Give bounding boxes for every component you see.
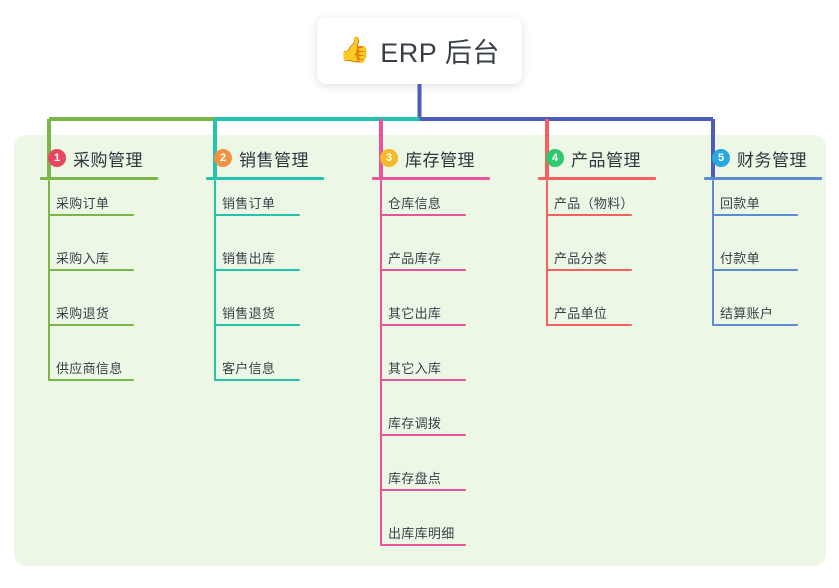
leaf-item[interactable]: 回款单 <box>712 190 798 216</box>
leaf-item[interactable]: 库存盘点 <box>380 465 466 491</box>
leaf-item[interactable]: 客户信息 <box>214 355 300 381</box>
leaf-label: 销售出库 <box>222 251 276 266</box>
leaf-item[interactable]: 其它出库 <box>380 300 466 326</box>
leaf-item[interactable]: 采购退货 <box>48 300 134 326</box>
branch-column-2: 2 销售管理销售订单销售出库销售退货客户信息 <box>196 146 324 381</box>
branch-badge-3: 3 <box>380 149 398 167</box>
leaf-underline <box>380 214 466 216</box>
leaf-label: 产品（物料） <box>554 196 634 211</box>
leaf-underline <box>712 269 798 271</box>
leaf-item[interactable]: 销售退货 <box>214 300 300 326</box>
leaf-underline <box>48 269 134 271</box>
branch-underline-1 <box>40 177 158 180</box>
leaf-item[interactable]: 出库库明细 <box>380 520 466 546</box>
leaf-label: 其它出库 <box>388 306 442 321</box>
leaf-underline <box>380 324 466 326</box>
leaf-underline <box>48 379 134 381</box>
leaf-item[interactable]: 付款单 <box>712 245 798 271</box>
leaf-item[interactable]: 其它入库 <box>380 355 466 381</box>
branch-underline-3 <box>372 177 490 180</box>
leaf-underline <box>380 489 466 491</box>
leaf-underline <box>214 324 300 326</box>
branch-spine-5 <box>712 180 714 326</box>
branch-title-2: 销售管理 <box>239 150 309 170</box>
leaf-item[interactable]: 产品分类 <box>546 245 632 271</box>
leaf-underline <box>214 269 300 271</box>
leaf-underline <box>380 379 466 381</box>
leaf-underline <box>380 434 466 436</box>
leaf-label: 结算账户 <box>720 306 774 321</box>
leaf-underline <box>712 324 798 326</box>
branch-column-5: 5 财务管理回款单付款单结算账户 <box>694 146 822 326</box>
leaf-underline <box>48 214 134 216</box>
leaf-label: 其它入库 <box>388 361 442 376</box>
leaf-item[interactable]: 采购订单 <box>48 190 134 216</box>
leaf-label: 产品库存 <box>388 251 442 266</box>
leaf-label: 库存调拨 <box>388 416 442 431</box>
leaf-label: 销售订单 <box>222 196 276 211</box>
branch-column-1: 1 采购管理采购订单采购入库采购退货供应商信息 <box>30 146 158 381</box>
root-title: ERP 后台 <box>380 38 500 68</box>
branch-spine-2 <box>214 180 216 381</box>
leaf-label: 采购退货 <box>56 306 110 321</box>
diagram-background-panel <box>14 135 826 566</box>
leaf-label: 供应商信息 <box>56 361 123 376</box>
branch-header-4[interactable]: 4 产品管理 <box>528 146 641 170</box>
leaf-label: 仓库信息 <box>388 196 442 211</box>
leaf-item[interactable]: 产品库存 <box>380 245 466 271</box>
leaf-item[interactable]: 结算账户 <box>712 300 798 326</box>
branch-title-4: 产品管理 <box>571 150 641 170</box>
leaf-item[interactable]: 仓库信息 <box>380 190 466 216</box>
branch-column-3: 3 库存管理仓库信息产品库存其它出库其它入库库存调拨库存盘点出库库明细 <box>362 146 490 546</box>
branch-underline-4 <box>538 177 656 180</box>
leaf-label: 销售退货 <box>222 306 276 321</box>
branch-header-3[interactable]: 3 库存管理 <box>362 146 475 170</box>
root-node[interactable]: 👍 ERP 后台 <box>317 17 522 84</box>
leaf-underline <box>48 324 134 326</box>
branch-header-1[interactable]: 1 采购管理 <box>30 146 143 170</box>
leaf-underline <box>380 269 466 271</box>
branch-badge-2: 2 <box>214 149 232 167</box>
leaf-underline <box>546 269 632 271</box>
leaf-label: 采购订单 <box>56 196 110 211</box>
leaf-item[interactable]: 销售订单 <box>214 190 300 216</box>
leaf-underline <box>546 214 632 216</box>
branch-badge-4: 4 <box>546 149 564 167</box>
leaf-item[interactable]: 采购入库 <box>48 245 134 271</box>
branch-spine-4 <box>546 180 548 326</box>
leaf-label: 出库库明细 <box>388 526 455 541</box>
thumbs-up-icon: 👍 <box>339 36 371 64</box>
branch-title-3: 库存管理 <box>405 150 475 170</box>
branch-underline-5 <box>704 177 822 180</box>
leaf-item[interactable]: 供应商信息 <box>48 355 134 381</box>
branch-badge-1: 1 <box>48 149 66 167</box>
branch-spine-1 <box>48 180 50 381</box>
leaf-underline <box>712 214 798 216</box>
leaf-underline <box>214 379 300 381</box>
branch-header-2[interactable]: 2 销售管理 <box>196 146 309 170</box>
leaf-underline <box>546 324 632 326</box>
branch-badge-5: 5 <box>712 149 730 167</box>
leaf-label: 库存盘点 <box>388 471 442 486</box>
leaf-label: 回款单 <box>720 196 760 211</box>
branch-title-5: 财务管理 <box>737 150 807 170</box>
leaf-label: 产品单位 <box>554 306 608 321</box>
leaf-item[interactable]: 产品（物料） <box>546 190 634 216</box>
leaf-underline <box>214 214 300 216</box>
branch-column-4: 4 产品管理产品（物料） 产品分类产品单位 <box>528 146 656 326</box>
branch-underline-2 <box>206 177 324 180</box>
leaf-underline <box>380 544 466 546</box>
leaf-label: 采购入库 <box>56 251 110 266</box>
leaf-item[interactable]: 产品单位 <box>546 300 632 326</box>
branch-header-5[interactable]: 5 财务管理 <box>694 146 807 170</box>
leaf-label: 产品分类 <box>554 251 608 266</box>
leaf-label: 客户信息 <box>222 361 276 376</box>
branch-title-1: 采购管理 <box>73 150 143 170</box>
leaf-label: 付款单 <box>720 251 760 266</box>
branch-spine-3 <box>380 180 382 546</box>
leaf-item[interactable]: 销售出库 <box>214 245 300 271</box>
leaf-item[interactable]: 库存调拨 <box>380 410 466 436</box>
